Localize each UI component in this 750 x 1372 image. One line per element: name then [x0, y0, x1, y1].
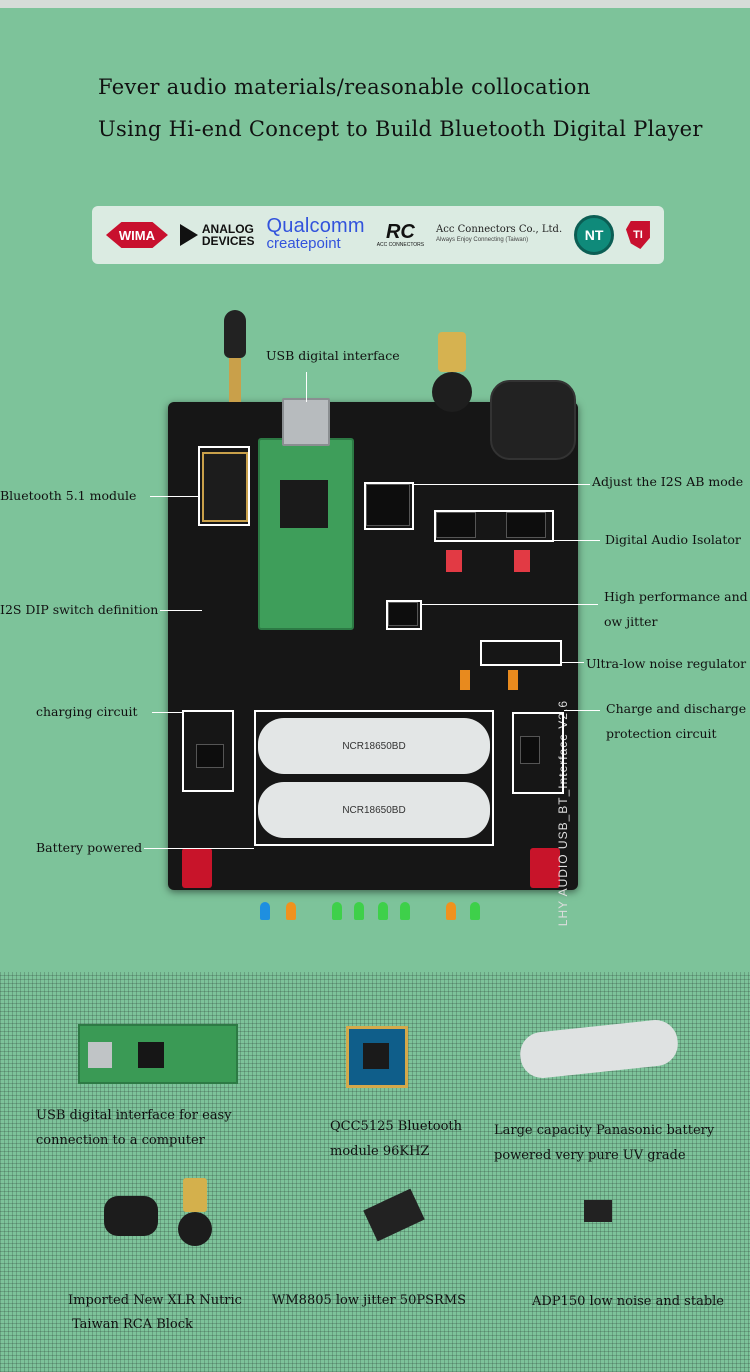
analog-devices-logo: ANALOG DEVICES [179, 222, 255, 248]
board-brand: LHY AUDIO [556, 853, 570, 927]
component-xlr-line1: Imported New XLR Nutric [68, 1293, 242, 1308]
led-blue [260, 902, 270, 920]
orange-capacitor-2 [508, 670, 518, 690]
highlight-protection [512, 712, 564, 794]
acc-connectors-logo: Acc Connectors Co., Ltd. Always Enjoy Co… [436, 224, 562, 246]
charging-chip [196, 744, 224, 768]
toggle-switch-left [182, 848, 212, 888]
red-capacitor-2 [514, 550, 530, 572]
component-adp150: ADP150 low noise and stable [532, 1294, 724, 1309]
battery-cell-1: NCR18650BD [258, 718, 490, 774]
component-bt-line2: module 96KHZ [330, 1144, 430, 1159]
label-isolator: Digital Audio Isolator [605, 532, 741, 547]
isolator-chip-1 [436, 512, 476, 538]
led-orange-1 [286, 902, 296, 920]
leader-charging [152, 712, 182, 713]
label-charging: charging circuit [36, 704, 138, 719]
component-battery-line1: Large capacity Panasonic battery [494, 1123, 715, 1138]
toggle-switch-right [530, 848, 560, 888]
red-capacitor-1 [446, 550, 462, 572]
label-jitter-1: High performance and [604, 589, 748, 604]
label-i2s-ab: Adjust the I2S AB mode [592, 474, 744, 489]
led-orange-2 [446, 902, 456, 920]
headline-1: Fever audio materials/reasonable colloca… [98, 75, 591, 99]
label-regulator: Ultra-low noise regulator [586, 656, 747, 671]
component-wm8805: WM8805 low jitter 50PSRMS [272, 1293, 467, 1308]
acc-name: Acc Connectors Co., Ltd. [436, 224, 563, 235]
label-bluetooth: Bluetooth 5.1 module [0, 488, 137, 503]
led-green-3 [378, 902, 388, 920]
bluetooth-module [202, 452, 248, 522]
adi-line2: DEVICES [201, 234, 255, 248]
component-usb-line2: connection to a computer [36, 1133, 205, 1148]
component-battery-line2: powered very pure UV grade [494, 1148, 686, 1163]
highlight-isolator [434, 510, 554, 542]
label-usb-digital: USB digital interface [266, 348, 400, 363]
leader-usb [306, 372, 307, 402]
highlight-regulator [480, 640, 562, 666]
brand-logo-strip: WIMA ANALOG DEVICES Qualcomm createpoint… [92, 206, 664, 264]
qualcomm-name: Qualcomm [266, 215, 365, 237]
orange-capacitor-1 [460, 670, 470, 690]
rc-sub-text: ACC CONNECTORS [376, 242, 425, 248]
battery-pack: NCR18650BD NCR18650BD [258, 718, 490, 840]
highlight-battery [254, 710, 494, 846]
highlight-dip [364, 482, 414, 530]
rca-block-image [178, 1178, 212, 1248]
header: Fever audio materials/reasonable colloca… [98, 72, 703, 144]
leader-battery [144, 848, 254, 849]
qcc5125-module-image [346, 1026, 408, 1088]
leader-regulator [562, 662, 584, 663]
antenna [222, 310, 248, 402]
leader-i2s-dip [160, 610, 202, 611]
led-green-5 [470, 902, 480, 920]
battery-cell-2-label: NCR18650BD [342, 804, 406, 816]
led-green-1 [332, 902, 342, 920]
dip-switch [366, 484, 410, 526]
highlight-wm8805 [386, 600, 422, 630]
texas-instruments-logo: TI [625, 221, 650, 249]
component-usb-line1: USB digital interface for easy [36, 1108, 232, 1123]
label-protection-2: protection circuit [606, 726, 717, 741]
qualcomm-logo: Qualcomm createpoint [266, 215, 365, 253]
battery-cell-2: NCR18650BD [258, 782, 490, 838]
label-protection-1: Charge and discharge [606, 701, 747, 716]
top-bar [0, 0, 750, 8]
rca-connector [432, 332, 472, 412]
battery-cell-1-label: NCR18650BD [342, 740, 406, 752]
acc-sub: Always Enjoy Connecting (Taiwan) [436, 237, 529, 243]
acc-connectors-mark: RC ACC CONNECTORS [377, 222, 424, 248]
xlr-connector [490, 380, 576, 460]
usb-interface-board-image [78, 1024, 238, 1084]
leader-protection [564, 710, 600, 711]
isolator-chip-2 [506, 512, 546, 538]
usb-chip [280, 480, 328, 528]
highlight-charging [182, 710, 234, 792]
qualcomm-sub: createpoint [266, 235, 341, 252]
usb-interface-module [258, 438, 354, 630]
leader-jitter [422, 604, 598, 605]
xlr-connector-image [104, 1196, 158, 1236]
label-i2s-dip: I2S DIP switch definition [0, 602, 159, 617]
label-jitter-2: ow jitter [604, 614, 658, 629]
nt-logo: NT [574, 215, 615, 255]
wm8805-chip [388, 602, 418, 626]
component-bt-line1: QCC5125 Bluetooth [330, 1119, 463, 1134]
usb-port [282, 398, 330, 446]
analog-devices-icon [179, 224, 198, 246]
leader-bluetooth [150, 496, 198, 497]
highlight-bluetooth [198, 446, 250, 526]
component-xlr-line2: Taiwan RCA Block [72, 1317, 193, 1332]
rc-mark-text: RC [385, 221, 415, 243]
protection-chip [520, 736, 540, 764]
label-battery: Battery powered [36, 840, 143, 855]
leader-isolator [554, 540, 600, 541]
led-green-4 [400, 902, 410, 920]
headline-2: Using Hi-end Concept to Build Bluetooth … [98, 117, 703, 141]
leader-i2s-ab [414, 484, 590, 485]
wima-logo: WIMA [105, 222, 168, 248]
led-green-2 [354, 902, 364, 920]
adi-line1: ANALOG [201, 222, 254, 236]
adp150-chip-image [584, 1200, 612, 1222]
